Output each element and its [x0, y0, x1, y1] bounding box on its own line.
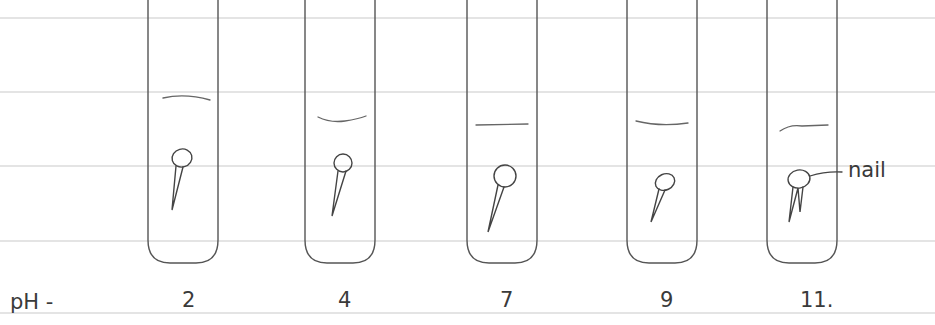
nails — [170, 147, 811, 232]
test-tubes — [148, 0, 837, 263]
ph-value: 11. — [800, 290, 833, 311]
ph-value: 7 — [500, 290, 513, 311]
ph-value: 4 — [338, 290, 351, 311]
ph-value: 9 — [660, 290, 673, 311]
ph-value: 2 — [182, 290, 195, 311]
part-name: nail — [848, 160, 886, 181]
axis-label: pH - — [10, 292, 53, 313]
leader-line — [810, 172, 842, 176]
liquid-levels — [163, 96, 828, 131]
